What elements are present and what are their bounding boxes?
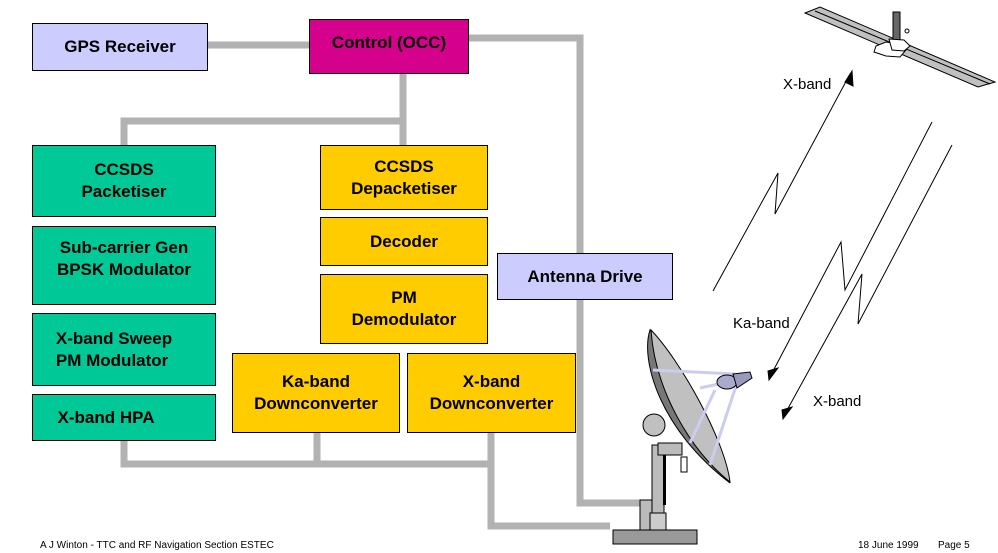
downlink-xband-arrow [781,144,953,421]
xband-hpa-block: X-band HPA [32,394,216,441]
antenna-drive-block: Antenna Drive [497,253,673,300]
control-occ-label: Control (OCC) [331,32,447,52]
ccsds-packetiser-block: CCSDS Packetiser [32,145,216,217]
xband-sweep-label: X-band Sweep PM Modulator [55,328,173,370]
uplink-xband-label: X-band [783,76,832,93]
satellite-icon [803,6,997,88]
wire-control-uplink-chain [120,117,403,145]
downlink-xband-label: X-band [813,393,862,410]
subcarrier-gen-label: Sub-carrier Gen BPSK Modulator [56,237,192,279]
gps-receiver-label: GPS Receiver [64,37,176,56]
decoder-block: Decoder [320,217,488,266]
x-downconverter-label: X-band Downconverter [429,372,554,413]
x-downconverter-block: X-band Downconverter [407,353,576,433]
antenna-drive-label: Antenna Drive [527,266,643,286]
pm-demodulator-label: PM Demodulator [351,288,457,329]
ka-downconverter-label: Ka-band Downconverter [254,372,378,413]
downlink-kaband-label: Ka-band [733,315,790,332]
wire-antenna-drive-antenna [576,298,640,507]
ccsds-depacketiser-block: CCSDS Depacketiser [320,145,488,210]
footer-date: 18 June 1999 [858,540,919,551]
wire-uplink-bus [120,440,491,468]
wire-control-antenna-drive [468,34,584,255]
ccsds-depacketiser-label: CCSDS Depacketiser [351,156,457,198]
gps-receiver-block: GPS Receiver [32,23,208,71]
control-occ-block: Control (OCC) [309,19,469,74]
wire-x-downconverter-antenna [487,432,610,530]
footer-author: A J Winton - TTC and RF Navigation Secti… [40,540,274,551]
xband-hpa-label: X-band HPA [57,407,155,427]
ka-downconverter-block: Ka-band Downconverter [232,353,400,433]
ground-antenna-icon [612,328,753,545]
pm-demodulator-block: PM Demodulator [320,274,488,344]
ccsds-packetiser-label: CCSDS Packetiser [81,160,167,201]
subcarrier-gen-block: Sub-carrier Gen BPSK Modulator [32,226,216,305]
uplink-xband-arrow [712,69,854,292]
downlink-kaband-arrow [767,121,933,382]
footer-page: Page 5 [938,540,970,551]
decoder-label: Decoder [369,231,439,251]
xband-sweep-block: X-band Sweep PM Modulator [32,313,216,386]
